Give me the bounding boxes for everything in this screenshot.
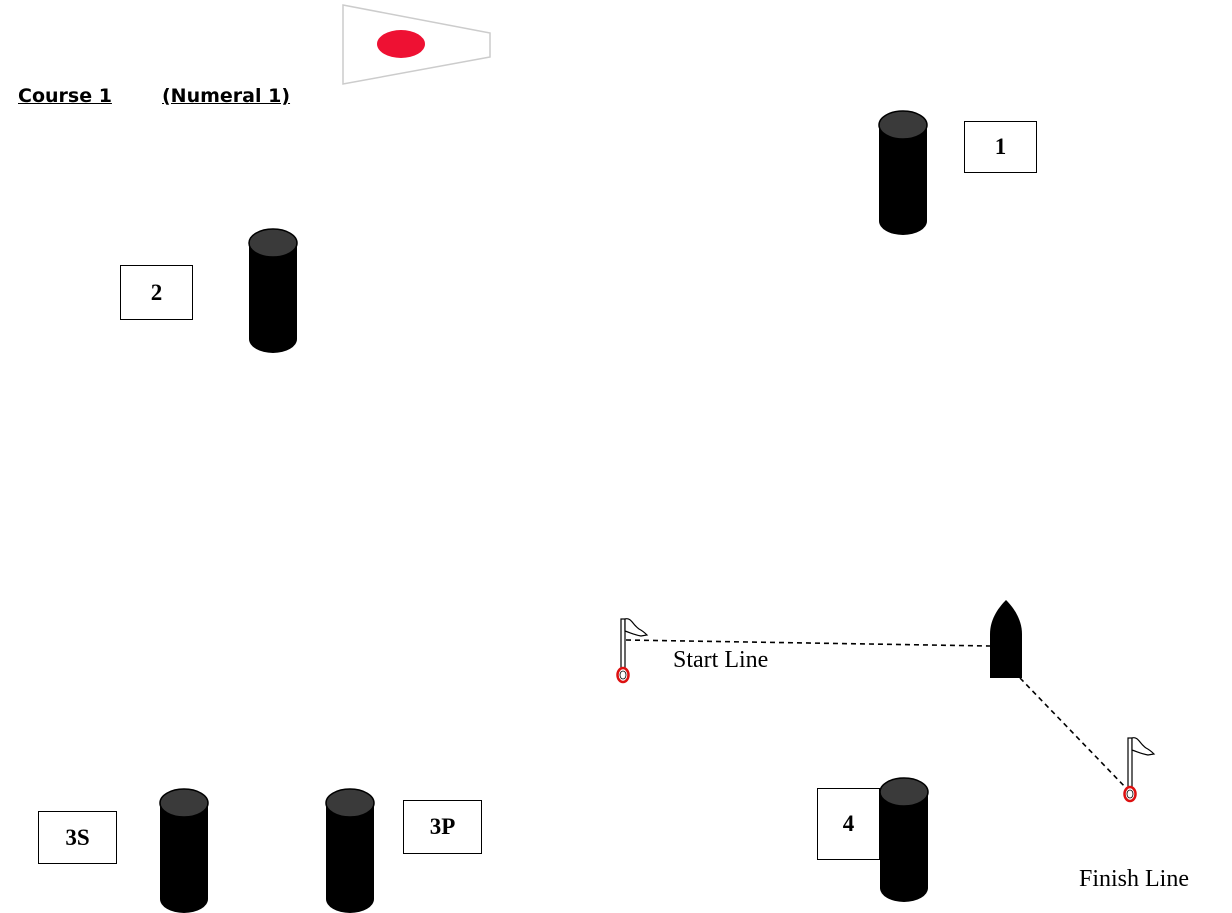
numeral-1-pennant-icon <box>342 4 491 85</box>
mark-1-label: 1 <box>964 121 1037 173</box>
start-line <box>625 639 991 647</box>
mark-3p-buoy-icon <box>325 788 375 913</box>
mark-1-buoy-icon <box>878 110 928 236</box>
finish-line <box>1019 677 1129 791</box>
course-title: Course 1 <box>18 85 112 107</box>
mark-3s-label: 3S <box>38 811 117 864</box>
mark-4-label: 4 <box>817 788 880 860</box>
mark-2-buoy-icon <box>248 228 298 354</box>
mark-2-label: 2 <box>120 265 193 320</box>
mark-3p-label: 3P <box>403 800 482 854</box>
mark-3s-buoy-icon <box>159 788 209 913</box>
finish-pin-flag-icon <box>1123 736 1156 803</box>
finish-line-label: Finish Line <box>1079 866 1190 892</box>
course-subtitle: (Numeral 1) <box>162 85 291 107</box>
start-line-label: Start Line <box>673 647 769 673</box>
mark-4-buoy-icon <box>879 777 929 903</box>
start-pin-flag-icon <box>616 617 649 684</box>
committee-boat-icon <box>990 600 1022 678</box>
